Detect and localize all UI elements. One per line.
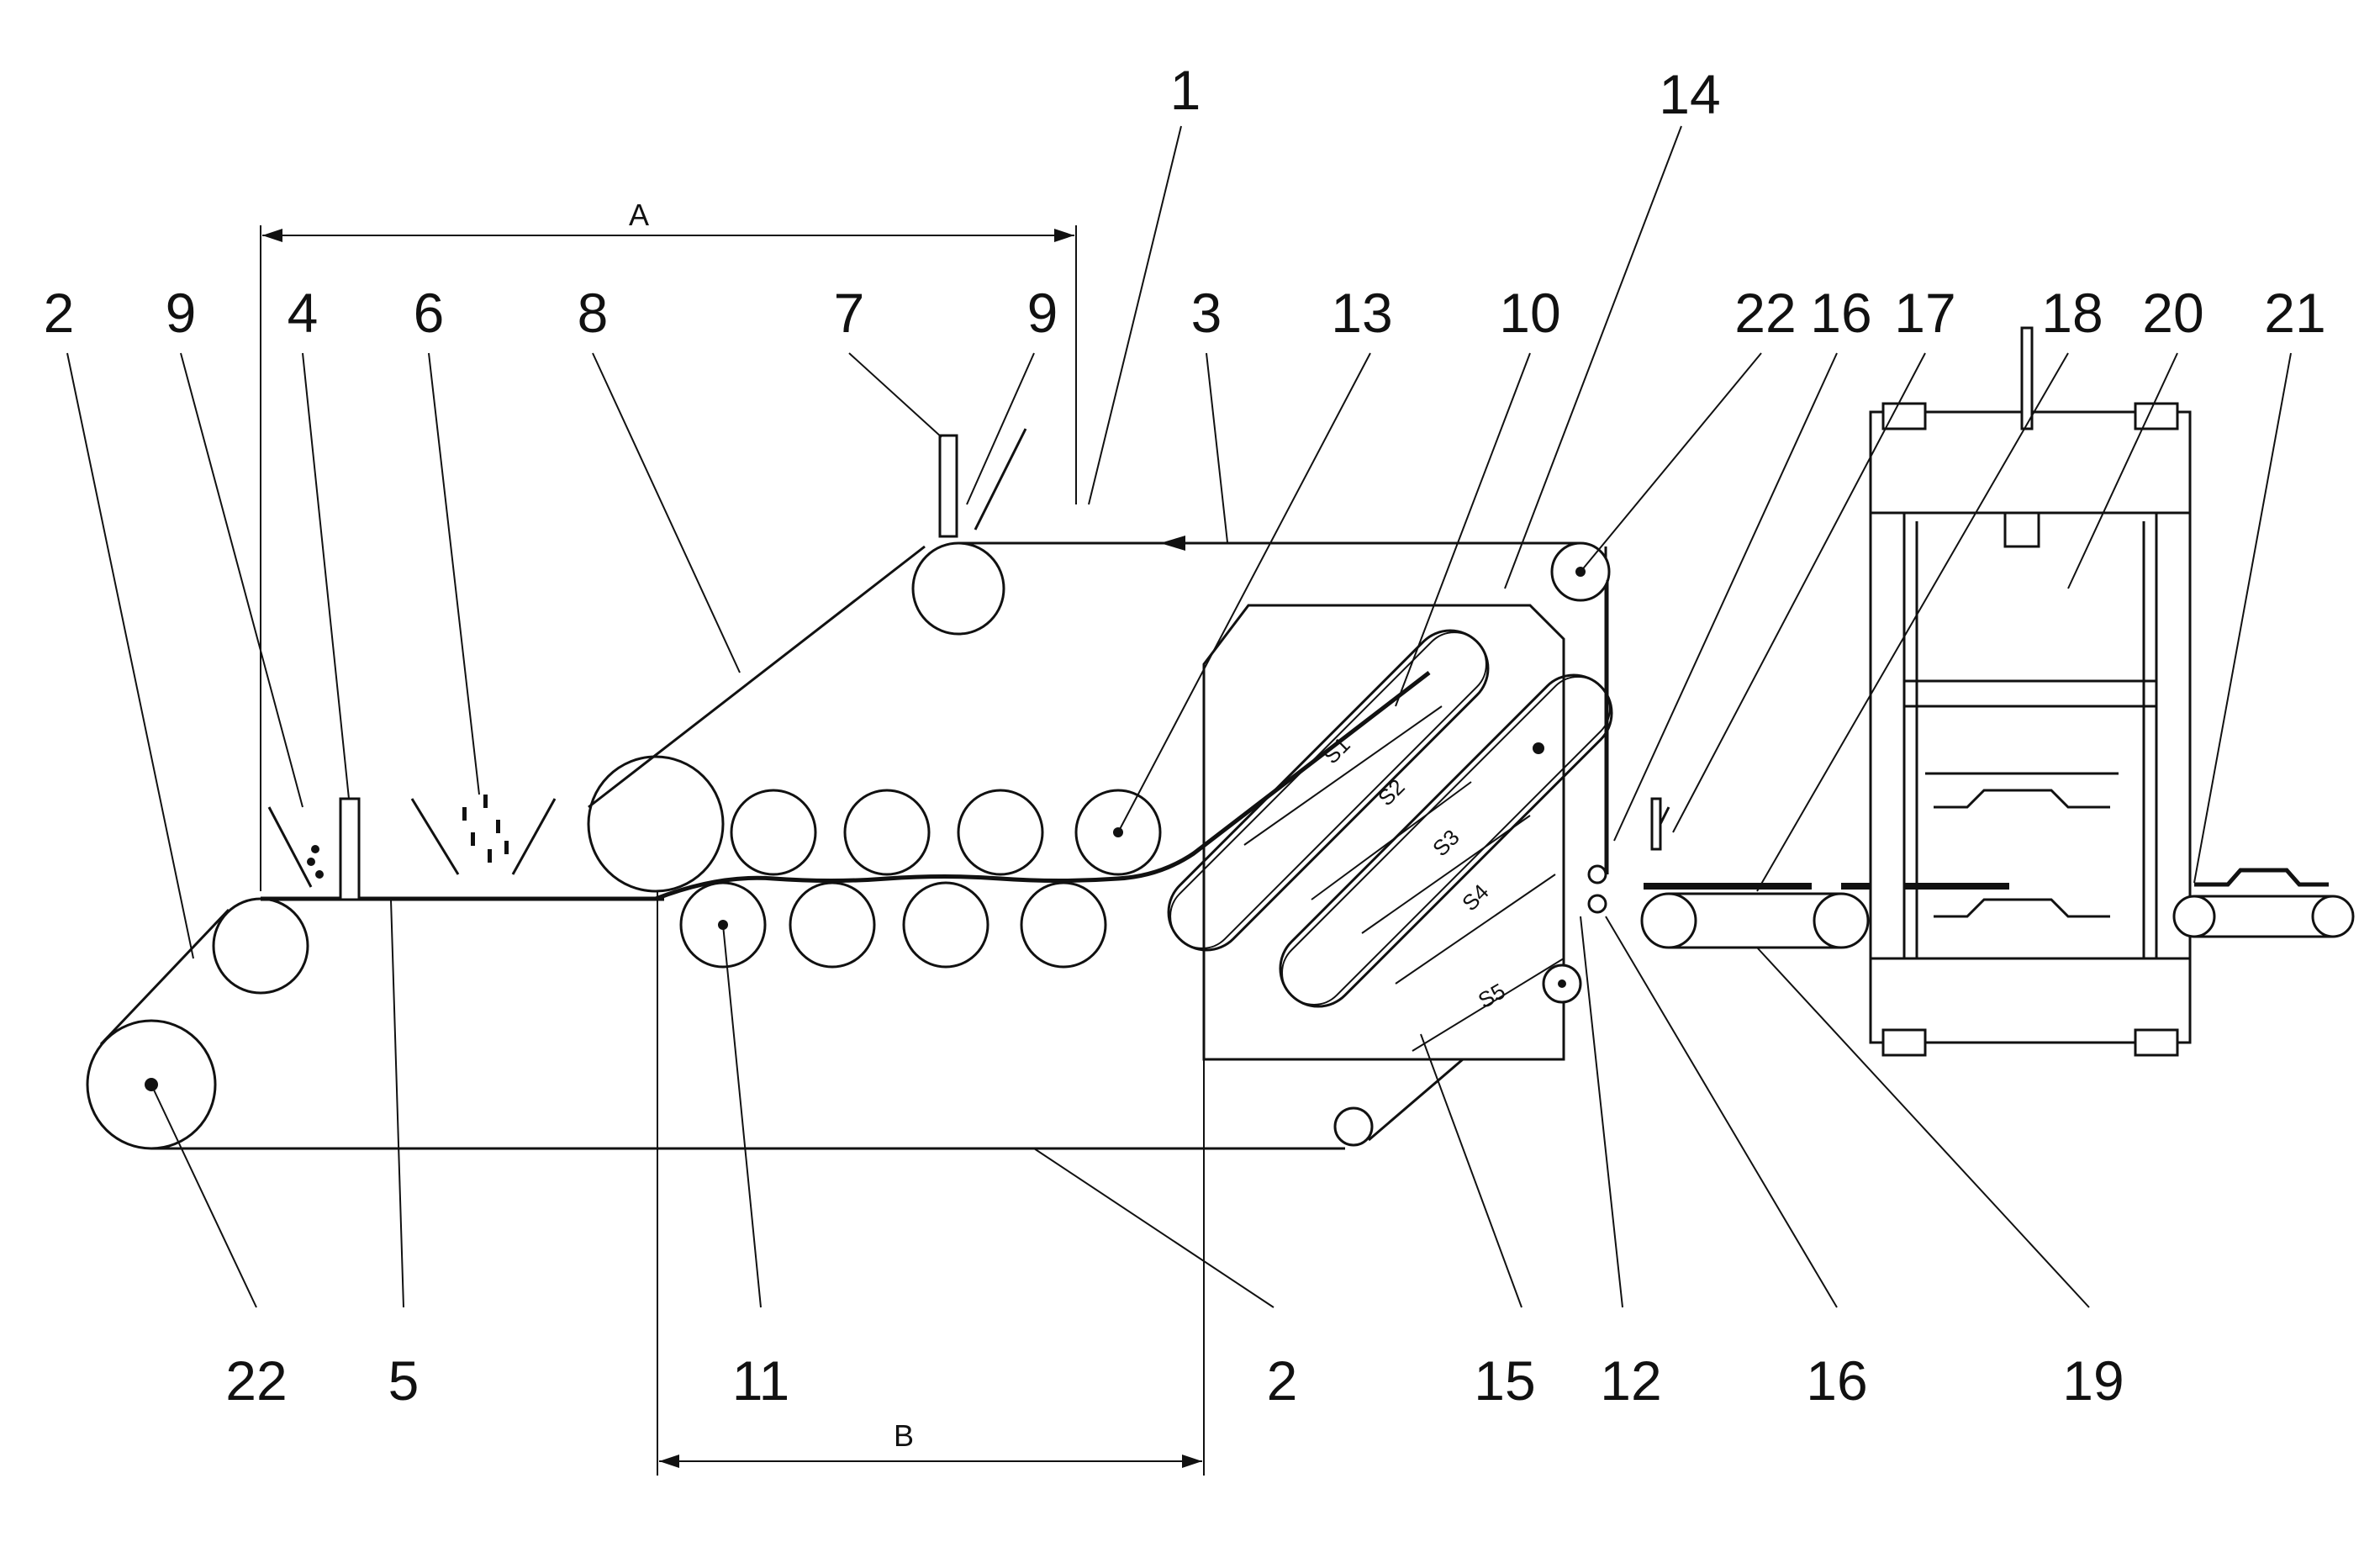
large-roller — [588, 757, 723, 891]
ref-16-bottom: 16 — [1806, 1349, 1867, 1412]
ref-7: 7 — [834, 282, 865, 344]
outlet-conveyor-21 — [2174, 870, 2353, 937]
ref-18: 18 — [2041, 282, 2103, 344]
ref-4: 4 — [288, 282, 319, 344]
ref-16-top: 16 — [1810, 282, 1871, 344]
ref-14: 14 — [1659, 63, 1720, 125]
ref-12: 12 — [1600, 1349, 1661, 1412]
labels-top: 2 9 4 6 8 7 9 1 3 13 10 14 22 16 17 18 2… — [44, 59, 2326, 344]
ref-22-bottom: 22 — [225, 1349, 287, 1412]
ref-9-left: 9 — [166, 282, 197, 344]
return-roller — [214, 899, 308, 993]
ref-2-top: 2 — [44, 282, 75, 344]
ref-2-bottom: 2 — [1267, 1349, 1298, 1412]
ref-15: 15 — [1474, 1349, 1535, 1412]
ref-22-top: 22 — [1734, 282, 1796, 344]
calender-rollers — [656, 673, 1429, 967]
ref-10: 10 — [1499, 282, 1560, 344]
press-20 — [1871, 328, 2190, 1055]
dimension-b-label: B — [894, 1418, 914, 1453]
ref-19: 19 — [2062, 1349, 2124, 1412]
ref-20: 20 — [2142, 282, 2203, 344]
ref-3: 3 — [1191, 282, 1222, 344]
ref-17: 17 — [1894, 282, 1955, 344]
labels-bottom: 22 5 11 2 15 12 16 19 — [225, 1349, 2124, 1412]
ref-13: 13 — [1331, 282, 1392, 344]
leader-lines — [67, 126, 2291, 1307]
segment-s4: S4 — [1457, 879, 1494, 916]
ref-8: 8 — [578, 282, 609, 344]
ref-1: 1 — [1170, 59, 1201, 121]
segment-s1: S1 — [1318, 732, 1355, 769]
ref-11: 11 — [732, 1349, 790, 1412]
dimension-a-label: A — [629, 198, 649, 232]
ref-9-right: 9 — [1027, 282, 1058, 344]
ref-6: 6 — [414, 282, 445, 344]
segment-s5: S5 — [1474, 978, 1510, 1013]
ref-5: 5 — [388, 1349, 420, 1412]
segment-s2: S2 — [1373, 774, 1410, 811]
segment-s3: S3 — [1427, 825, 1464, 862]
tension-roller — [913, 543, 1004, 634]
ref-21: 21 — [2264, 282, 2325, 344]
